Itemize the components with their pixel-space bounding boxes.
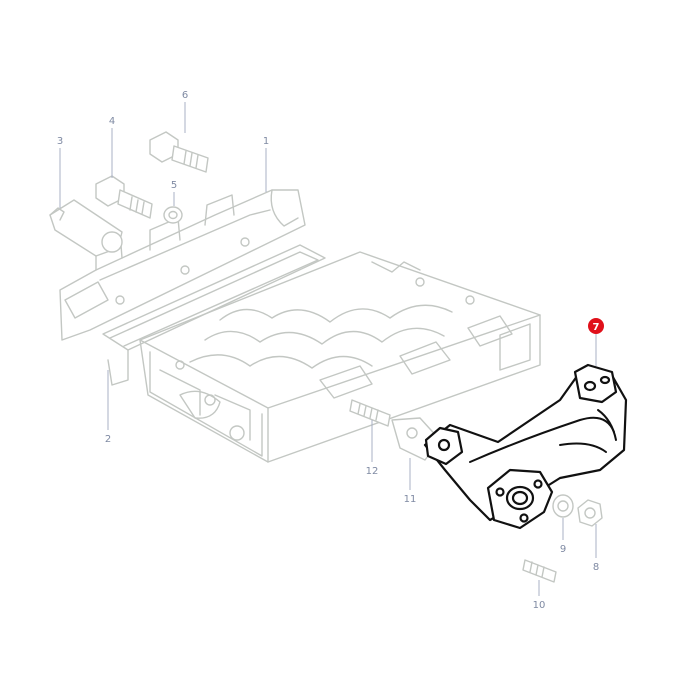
callout-3: 3	[57, 136, 63, 147]
cylinder-head-block	[139, 251, 541, 463]
callout-2: 2	[105, 434, 111, 445]
gasket-part-2	[102, 244, 326, 386]
callout-1: 1	[263, 136, 269, 147]
stud-part-12	[349, 399, 391, 427]
intake-manifold-part-1	[59, 189, 306, 341]
callout-12: 12	[366, 466, 379, 477]
sensor-part-3	[49, 199, 123, 257]
washer-part-5	[163, 206, 183, 224]
callout-8: 8	[593, 562, 599, 573]
leader-lines	[59, 102, 597, 596]
callout-4: 4	[109, 116, 115, 127]
bolt-part-4	[95, 175, 153, 219]
callout-10: 10	[533, 600, 546, 611]
washer-part-9	[552, 494, 574, 518]
callout-5: 5	[171, 180, 177, 191]
bolt-part-6	[149, 131, 209, 173]
callout-9: 9	[560, 544, 566, 555]
highlight-badge-7[interactable]	[588, 318, 604, 334]
nut-part-8	[577, 499, 603, 527]
callout-7[interactable]: 7	[593, 322, 600, 333]
callout-11: 11	[404, 494, 417, 505]
callout-labels: 6 4 3 5 1 2 12 11 9 8 10 7	[57, 90, 604, 611]
callout-6: 6	[182, 90, 188, 101]
stud-part-10	[522, 559, 557, 583]
exhaust-pipe-part-7	[423, 363, 628, 530]
